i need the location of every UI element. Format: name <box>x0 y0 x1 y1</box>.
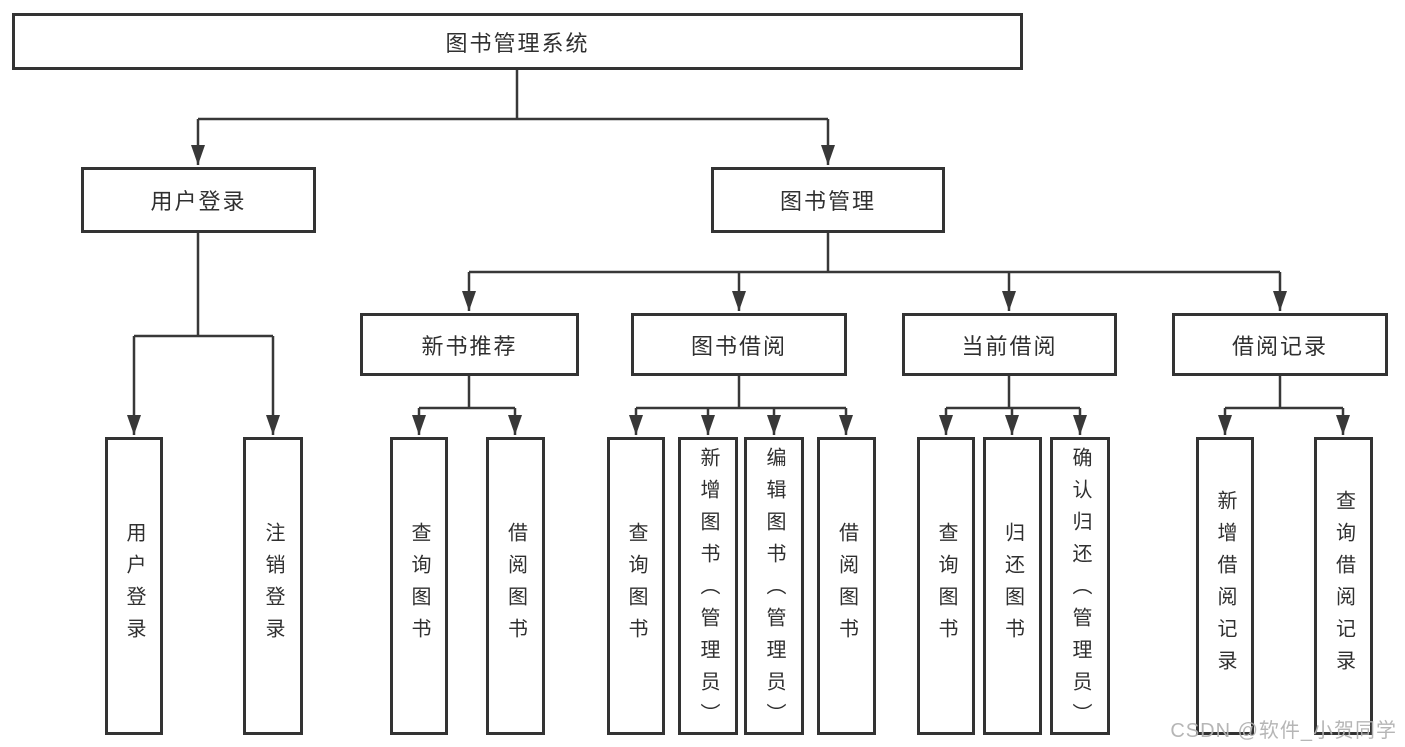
node-label: 图书管理 <box>779 189 876 214</box>
leaf-label: 查询图书 <box>408 522 430 650</box>
leaf-label: 借阅图书 <box>835 522 858 650</box>
csdn-watermark: CSDN @软件_小贺同学 <box>1170 720 1397 742</box>
leaf-label: 新增借阅记录 <box>1214 490 1236 682</box>
node-current-borrowing: 当前借阅 <box>902 313 1117 376</box>
node-borrowing-records: 借阅记录 <box>1172 313 1388 376</box>
leaf-return-books: 归还图书 <box>983 437 1042 735</box>
leaf-label: 编辑图书（管理员） <box>763 447 785 735</box>
leaf-query-books: 查询图书 <box>390 437 448 735</box>
node-new-book-recommend: 新书推荐 <box>360 313 579 376</box>
leaf-borrow-books: 借阅图书 <box>486 437 545 735</box>
node-book-borrowing: 图书借阅 <box>631 313 847 376</box>
leaf-label: 确认归还（管理员） <box>1069 447 1091 735</box>
leaf-query-books: 查询图书 <box>607 437 665 735</box>
node-label: 图书借阅 <box>690 333 787 359</box>
leaf-query-borrow-record: 查询借阅记录 <box>1314 437 1373 735</box>
leaf-logout: 注销登录 <box>243 437 303 735</box>
leaf-label: 新增图书（管理员） <box>697 447 719 735</box>
leaf-add-borrow-record: 新增借阅记录 <box>1196 437 1254 735</box>
leaf-label: 查询图书 <box>625 522 647 650</box>
node-label: 用户登录 <box>150 189 247 214</box>
node-label: 新书推荐 <box>421 333 518 359</box>
node-user-login: 用户登录 <box>81 167 316 233</box>
leaf-confirm-return-admin: 确认归还（管理员） <box>1050 437 1110 735</box>
node-label: 借阅记录 <box>1231 333 1328 359</box>
node-label: 当前借阅 <box>961 333 1058 359</box>
leaf-label: 借阅图书 <box>504 522 527 650</box>
leaf-label: 归还图书 <box>1001 522 1024 650</box>
node-label: 图书管理系统 <box>445 30 590 56</box>
leaf-borrow-books: 借阅图书 <box>817 437 876 735</box>
leaf-edit-books-admin: 编辑图书（管理员） <box>744 437 804 735</box>
leaf-label: 查询图书 <box>935 522 957 650</box>
leaf-query-books: 查询图书 <box>917 437 975 735</box>
leaf-label: 用户登录 <box>123 522 145 650</box>
leaf-label: 注销登录 <box>262 522 284 650</box>
node-library-management-system: 图书管理系统 <box>12 13 1023 70</box>
leaf-add-books-admin: 新增图书（管理员） <box>678 437 738 735</box>
node-book-management: 图书管理 <box>711 167 945 233</box>
leaf-user-login: 用户登录 <box>105 437 163 735</box>
leaf-label: 查询借阅记录 <box>1332 490 1355 682</box>
